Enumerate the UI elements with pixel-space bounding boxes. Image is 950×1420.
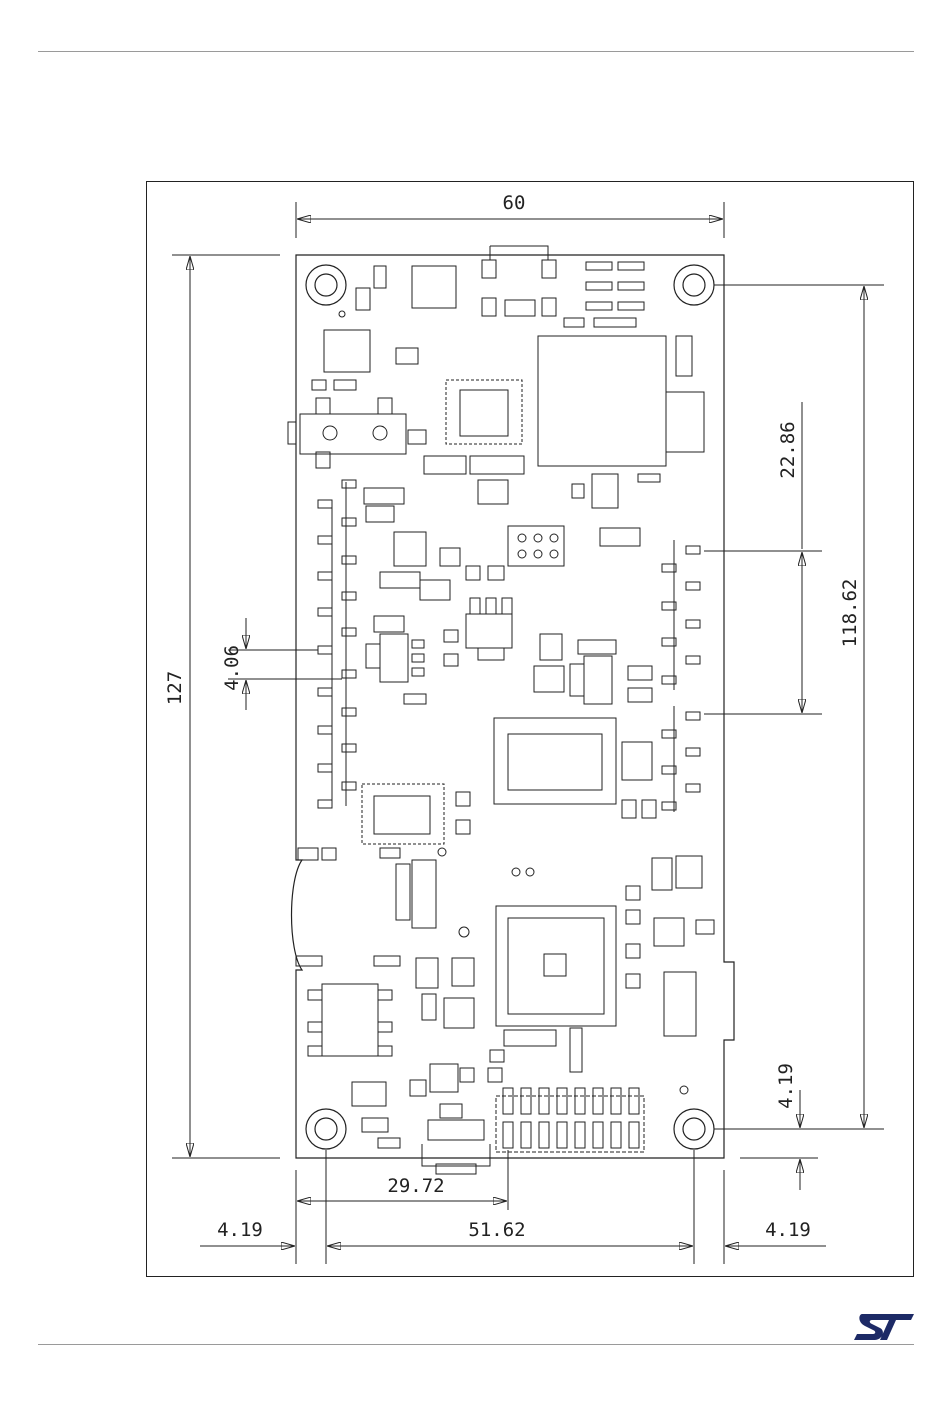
dim-hole-spacing-vertical-label: 118.62 <box>839 579 861 648</box>
dim-board-height-label: 127 <box>164 671 186 705</box>
dim-hole-spacing-horizontal-label: 51.62 <box>468 1219 525 1241</box>
mounting-hole-bottom-left <box>306 1109 346 1149</box>
mounting-hole-top-right <box>674 265 714 305</box>
dim-connector-offset-label: 29.72 <box>387 1175 444 1197</box>
dim-connector-span-label: 22.86 <box>777 421 799 478</box>
pcb-board <box>292 255 735 1158</box>
st-logo-icon <box>852 1308 916 1344</box>
dim-board-width-label: 60 <box>503 192 526 214</box>
dim-pin-pitch-label: 4.06 <box>221 645 243 691</box>
dim-hole-offset-right-label: 4.19 <box>765 1219 811 1241</box>
mounting-holes <box>306 265 714 1149</box>
dim-hole-offset-bottom-label: 4.19 <box>775 1063 797 1109</box>
dim-hole-offset-left-label: 4.19 <box>217 1219 263 1241</box>
mounting-hole-top-left <box>306 265 346 305</box>
mounting-hole-bottom-right <box>674 1109 714 1149</box>
pcb-components <box>288 246 714 1174</box>
